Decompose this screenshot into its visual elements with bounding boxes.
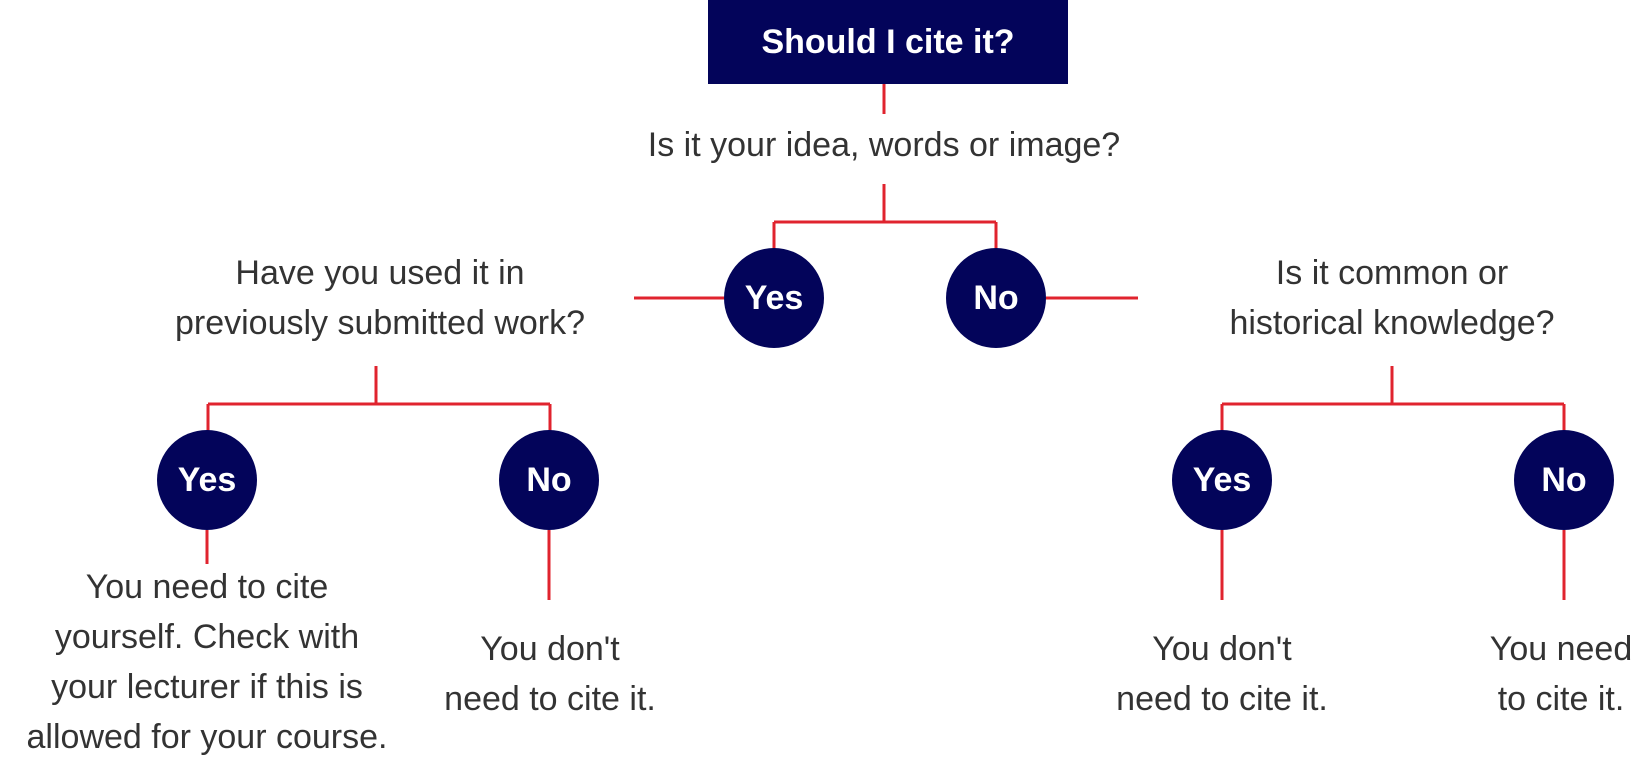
outcome-right-no-line2: to cite it.	[1497, 680, 1625, 718]
outcome-right-yes: You don't need to cite it.	[1092, 624, 1352, 724]
left-yes-node: Yes	[157, 430, 257, 530]
outcome-left-yes-line1: You need to cite	[85, 568, 329, 606]
outcome-left-yes-line3: your lecturer if this is	[51, 668, 363, 706]
title-box: Should I cite it?	[708, 0, 1068, 84]
outcome-left-no-line2: need to cite it.	[444, 680, 656, 718]
right-yes-node: Yes	[1172, 430, 1272, 530]
root-question-text: Is it your idea, words or image?	[647, 126, 1121, 164]
outcome-left-yes-line4: allowed for your course.	[26, 718, 388, 756]
right-question: Is it common or historical knowledge?	[1142, 248, 1642, 348]
left-question-line2: previously submitted work?	[174, 304, 586, 342]
left-no-node: No	[499, 430, 599, 530]
right-question-line2: historical knowledge?	[1229, 304, 1555, 342]
right-no-node: No	[1514, 430, 1614, 530]
outcome-left-yes-line2: yourself. Check with	[54, 618, 360, 656]
outcome-right-yes-line1: You don't	[1152, 630, 1292, 668]
outcome-left-no: You don't need to cite it.	[420, 624, 680, 724]
right-question-line1: Is it common or	[1275, 254, 1509, 292]
outcome-left-no-line1: You don't	[480, 630, 620, 668]
root-question: Is it your idea, words or image?	[584, 120, 1184, 170]
outcome-left-yes: You need to cite yourself. Check with yo…	[0, 562, 414, 762]
left-question-line1: Have you used it in	[235, 254, 525, 292]
left-question: Have you used it in previously submitted…	[130, 248, 630, 348]
outcome-right-yes-line2: need to cite it.	[1116, 680, 1328, 718]
outcome-right-no: You need to cite it.	[1476, 624, 1646, 724]
outcome-right-no-line1: You need	[1489, 630, 1633, 668]
root-no-node: No	[946, 248, 1046, 348]
root-yes-node: Yes	[724, 248, 824, 348]
